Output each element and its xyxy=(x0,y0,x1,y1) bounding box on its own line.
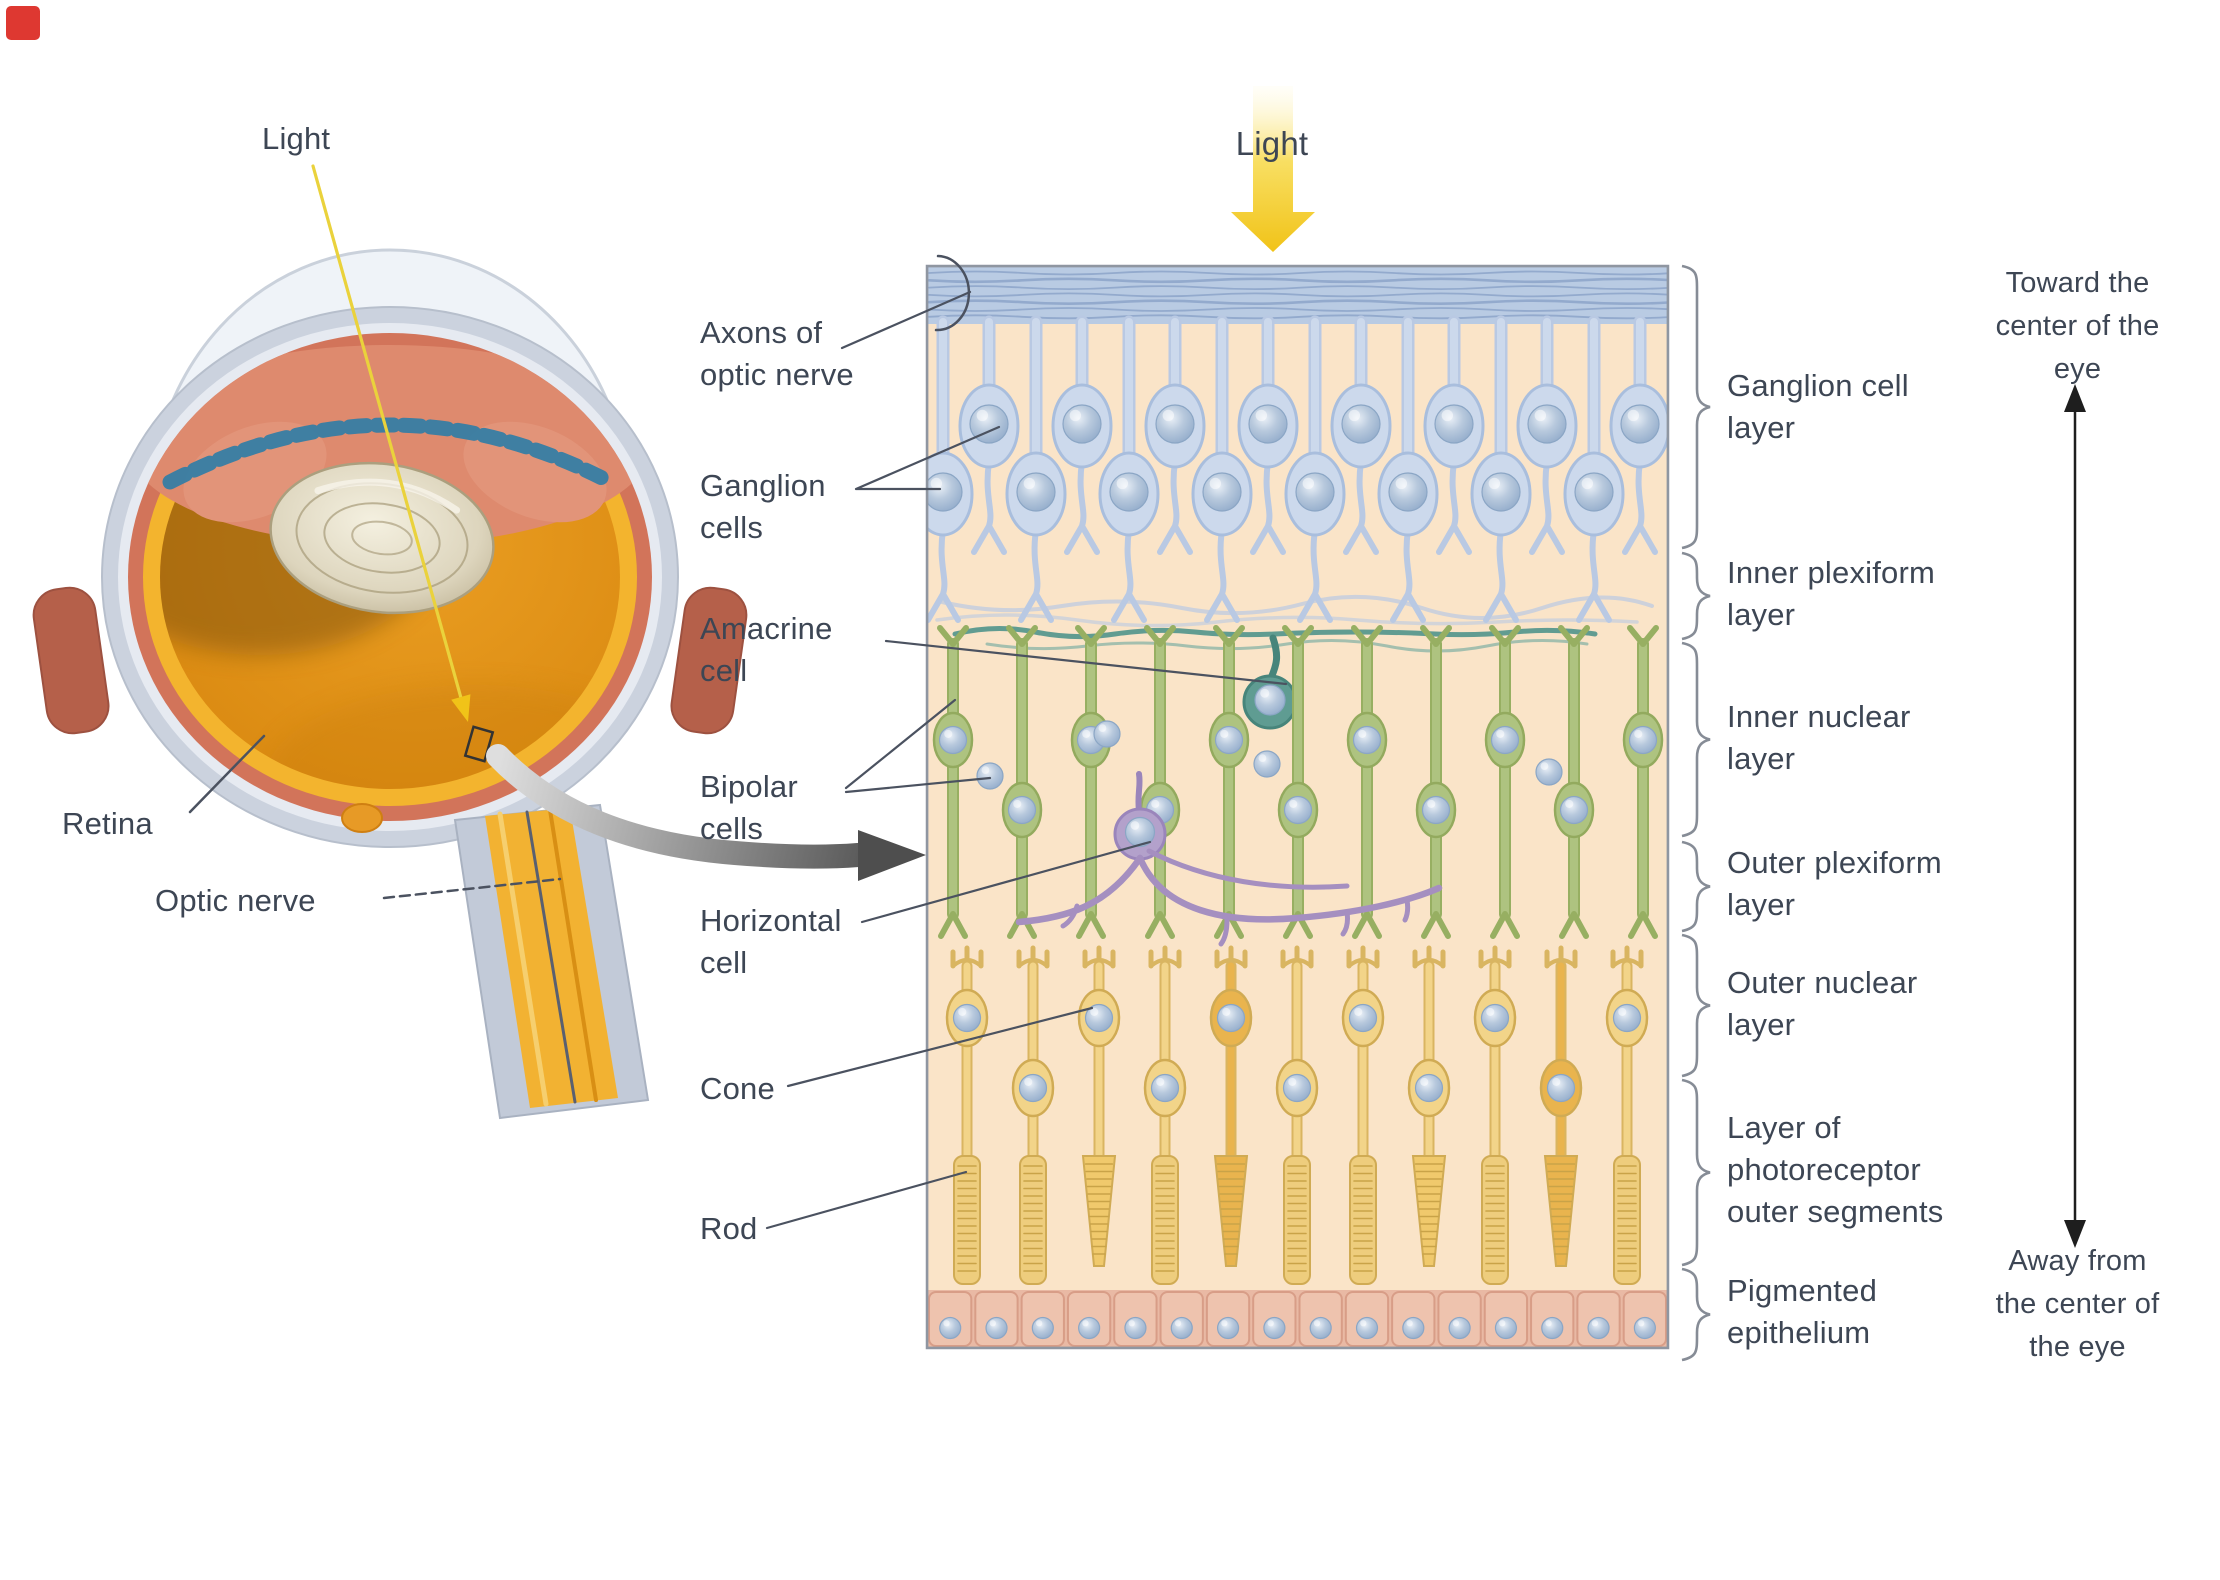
fovea-bump xyxy=(341,803,383,833)
panel-light-label: Light xyxy=(1235,125,1309,162)
magnify-arrow xyxy=(486,744,926,881)
layer-label-inner-plexiform: Inner plexiform layer xyxy=(1727,555,1936,633)
layer-label-photoreceptor-segments: Layer of photoreceptor outer segments xyxy=(1727,1110,1944,1230)
eye-muscle-right xyxy=(670,586,748,735)
retina-label: Retina xyxy=(62,806,153,841)
away-center-label: Away from the center of the eye xyxy=(1995,1245,2160,1363)
eye-muscle-left xyxy=(32,586,110,735)
layer-label-pigmented-epithelium: Pigmented epithelium xyxy=(1727,1273,1878,1351)
rod-label: Rod xyxy=(700,1211,758,1246)
axon-arc-marker xyxy=(934,254,971,332)
panel-light-arrow xyxy=(1231,86,1315,252)
layer-label-inner-nuclear: Inner nuclear layer xyxy=(1727,699,1911,777)
axons-of-optic-nerve-label: Axons of optic nerve xyxy=(700,315,854,393)
amacrine-cell-label: Amacrine cell xyxy=(700,611,833,689)
lens xyxy=(269,461,495,615)
layer-label-outer-nuclear: Outer nuclear layer xyxy=(1727,965,1918,1043)
layer-label-ganglion: Ganglion cell layer xyxy=(1727,368,1909,446)
bipolar-cells-label: Bipolar cells xyxy=(700,769,798,847)
eye-cross-section xyxy=(32,248,748,1120)
cone-label: Cone xyxy=(700,1071,775,1106)
retina-panel xyxy=(925,264,1670,1350)
ganglion-cells-label: Ganglion cells xyxy=(700,468,826,546)
eye-light-label: Light xyxy=(262,121,331,156)
eye-light-ray xyxy=(311,164,495,763)
optic-nerve-label: Optic nerve xyxy=(155,883,316,918)
layer-label-outer-plexiform: Outer plexiform layer xyxy=(1727,845,1942,923)
optic-nerve xyxy=(453,803,650,1120)
toward-center-label: Toward the center of the eye xyxy=(1995,267,2160,385)
orientation-arrow xyxy=(2064,384,2086,1248)
horizontal-cell-label: Horizontal cell xyxy=(700,903,842,981)
layer-braces xyxy=(1681,264,1711,1362)
leader-lines xyxy=(188,290,1288,1230)
sample-region-marker xyxy=(463,725,495,763)
corner-marker xyxy=(6,6,40,40)
